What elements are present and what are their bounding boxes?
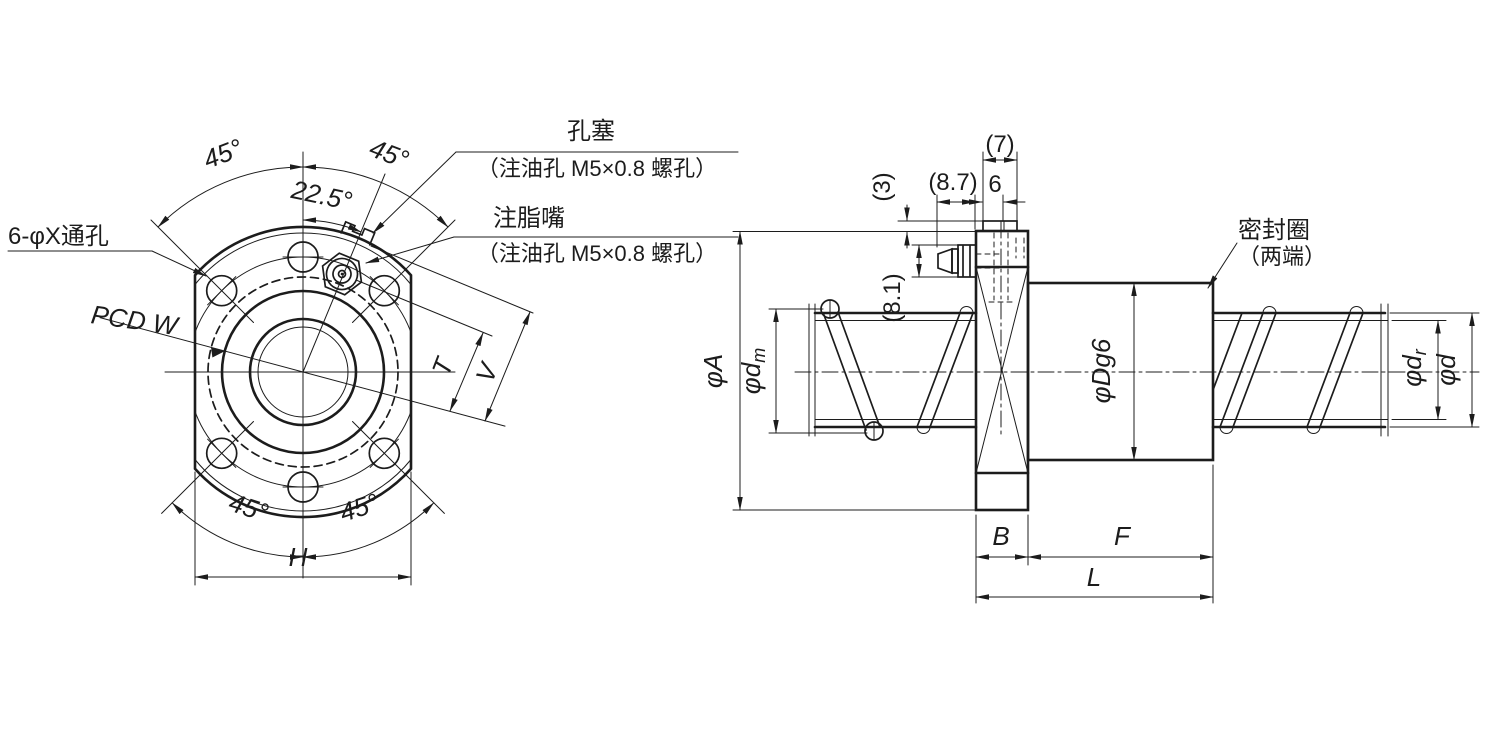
label-7: (7) — [985, 131, 1014, 158]
label-plug-title: 孔塞 — [567, 118, 615, 145]
label-angle-bottom-left: 45° — [225, 487, 272, 528]
pilot-circle — [220, 289, 386, 455]
through-holes-leader — [151, 250, 207, 277]
label-phi-a: φA — [698, 354, 728, 388]
label-angle-nipple: 22.5° — [288, 174, 355, 216]
plug-leader — [372, 151, 457, 234]
label-seal-note: （两端） — [1238, 244, 1326, 269]
grease-nipple-side — [937, 244, 977, 278]
label-6: 6 — [988, 171, 1001, 198]
nut-body — [1026, 281, 1215, 462]
side-view: (7) 6 (8.7) (3) (8.1) φA φdm φDg6 φdr — [698, 131, 1480, 604]
label-pcd-w: PCD W — [89, 299, 181, 341]
seal-leader — [1207, 242, 1238, 289]
tv-dimensions — [355, 245, 534, 422]
label-seal-title: 密封圈 — [1238, 217, 1310, 244]
label-8-7: (8.7) — [928, 169, 977, 196]
label-h: H — [289, 542, 308, 572]
label-nipple-title: 注脂嘴 — [493, 205, 565, 232]
label-phi-dr: φdr — [1397, 348, 1430, 386]
label-3: (3) — [869, 172, 896, 201]
label-f: F — [1114, 521, 1132, 551]
bore-circle — [248, 317, 358, 427]
left-screw — [808, 299, 978, 441]
front-view: 45° 45° 22.5° 45° 45° H T V 6-φX通孔 PCD W… — [7, 118, 739, 586]
nipple-leader — [365, 236, 455, 264]
label-8-1: (8.1) — [879, 273, 906, 322]
label-b: B — [992, 521, 1009, 551]
grease-nipple-front — [321, 252, 363, 296]
hidden-body-circle — [207, 276, 399, 468]
label-t: T — [426, 352, 460, 380]
right-diameter-dimensions — [1389, 312, 1480, 428]
length-dimensions — [975, 464, 1214, 604]
label-phi-d: φd — [1431, 353, 1461, 386]
flange-section — [974, 220, 1030, 512]
label-angle-top-left: 45° — [199, 133, 246, 175]
flange-rim-chamfer-top — [194, 232, 412, 285]
label-v: V — [469, 357, 504, 386]
right-screw — [1211, 303, 1389, 437]
left-diameter-dimensions — [732, 230, 977, 511]
top-dimensions — [882, 151, 1026, 278]
label-nipple-note: （注油孔 M5×0.8 螺孔） — [477, 241, 717, 266]
label-plug-note: （注油孔 M5×0.8 螺孔） — [477, 156, 717, 181]
h-dimension — [194, 471, 412, 586]
label-through-holes: 6-φX通孔 — [8, 223, 109, 250]
label-l: L — [1087, 562, 1101, 592]
label-phi-dg6: φDg6 — [1086, 338, 1116, 403]
pcd-arrowhead — [210, 347, 225, 358]
angle-dimensions — [157, 164, 449, 560]
label-phi-dm: φdm — [736, 348, 769, 394]
bore-chamfer-circle — [257, 326, 349, 418]
label-angle-top-right: 45° — [365, 133, 412, 175]
pcd-datum-line — [99, 317, 506, 427]
label-angle-bottom-right: 45° — [336, 487, 383, 528]
